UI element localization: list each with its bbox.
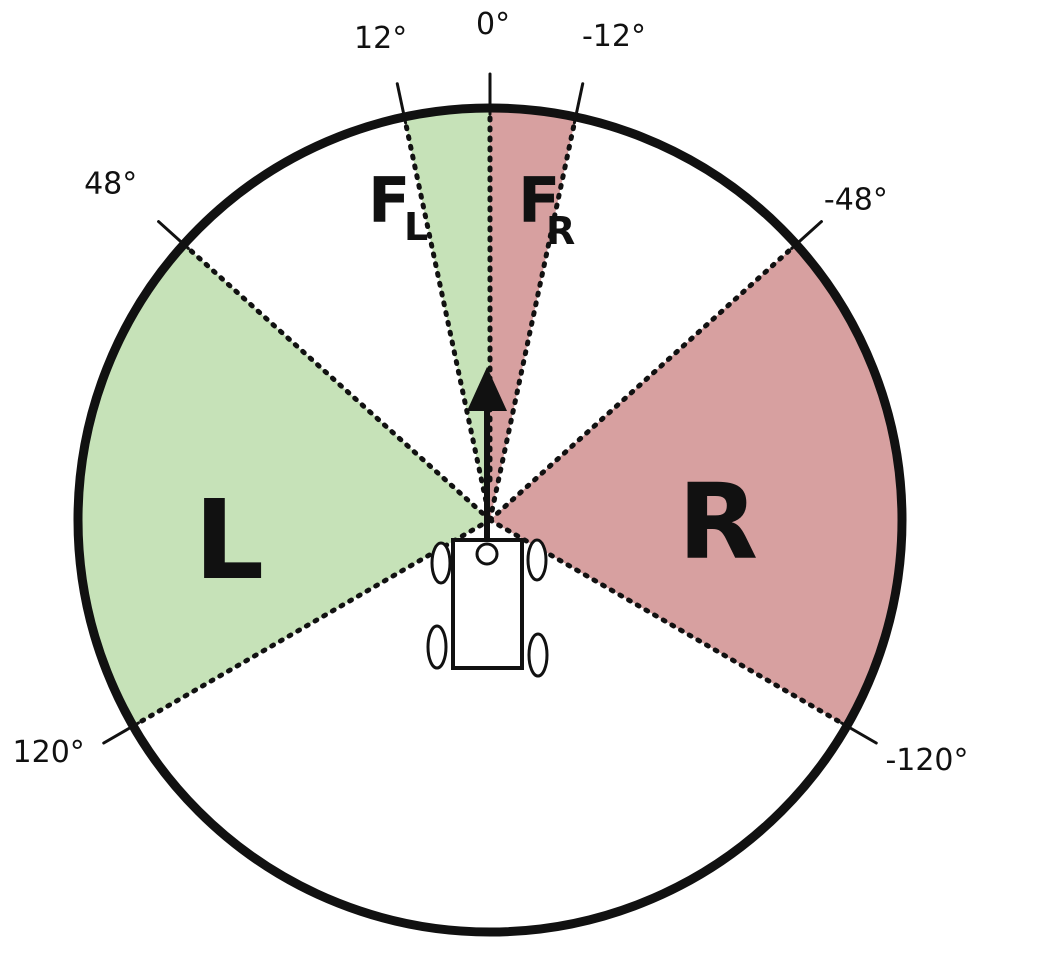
boundary-ray-an12 xyxy=(487,114,579,523)
boundary-ray-a12 xyxy=(401,114,493,523)
boundary-ray-an48 xyxy=(487,241,799,523)
angle-label-12: 12° xyxy=(354,21,407,56)
zone-front-left-subscript: L xyxy=(404,205,428,249)
zone-right-wedge xyxy=(490,244,903,727)
robot-car-icon xyxy=(426,538,549,678)
boundary-ray-a48 xyxy=(181,241,493,523)
tick-mark-a120 xyxy=(102,721,140,745)
tick-mark-an48 xyxy=(790,220,823,250)
boundary-ray-a120 xyxy=(130,517,493,729)
angle-label-0: 0° xyxy=(476,7,510,42)
zone-left-wedge xyxy=(77,244,491,727)
tick-mark-a48 xyxy=(157,220,190,250)
zone-right-label: R xyxy=(678,461,758,583)
angle-label-48: 48° xyxy=(84,167,137,202)
tick-mark-an12 xyxy=(572,82,585,125)
angle-label-neg-120: -120° xyxy=(885,743,968,778)
angle-label-neg-12: -12° xyxy=(582,19,646,54)
tick-mark-a12 xyxy=(395,82,408,125)
angle-ticks xyxy=(102,72,878,745)
angle-label-120: 120° xyxy=(13,735,85,770)
angle-labels: 0° 12° -12° 48° -48° 120° -120° xyxy=(13,7,969,778)
zone-left-label: L xyxy=(194,476,264,604)
heading-arrow-icon xyxy=(467,367,507,548)
zone-front-right-letter: F xyxy=(518,164,560,237)
tick-mark-an120 xyxy=(840,721,878,745)
angle-label-neg-48: -48° xyxy=(824,183,888,218)
zone-front-left-letter: F xyxy=(368,164,410,237)
zone-front-right-subscript: R xyxy=(546,209,575,253)
boundary-ray-an120 xyxy=(487,517,850,729)
